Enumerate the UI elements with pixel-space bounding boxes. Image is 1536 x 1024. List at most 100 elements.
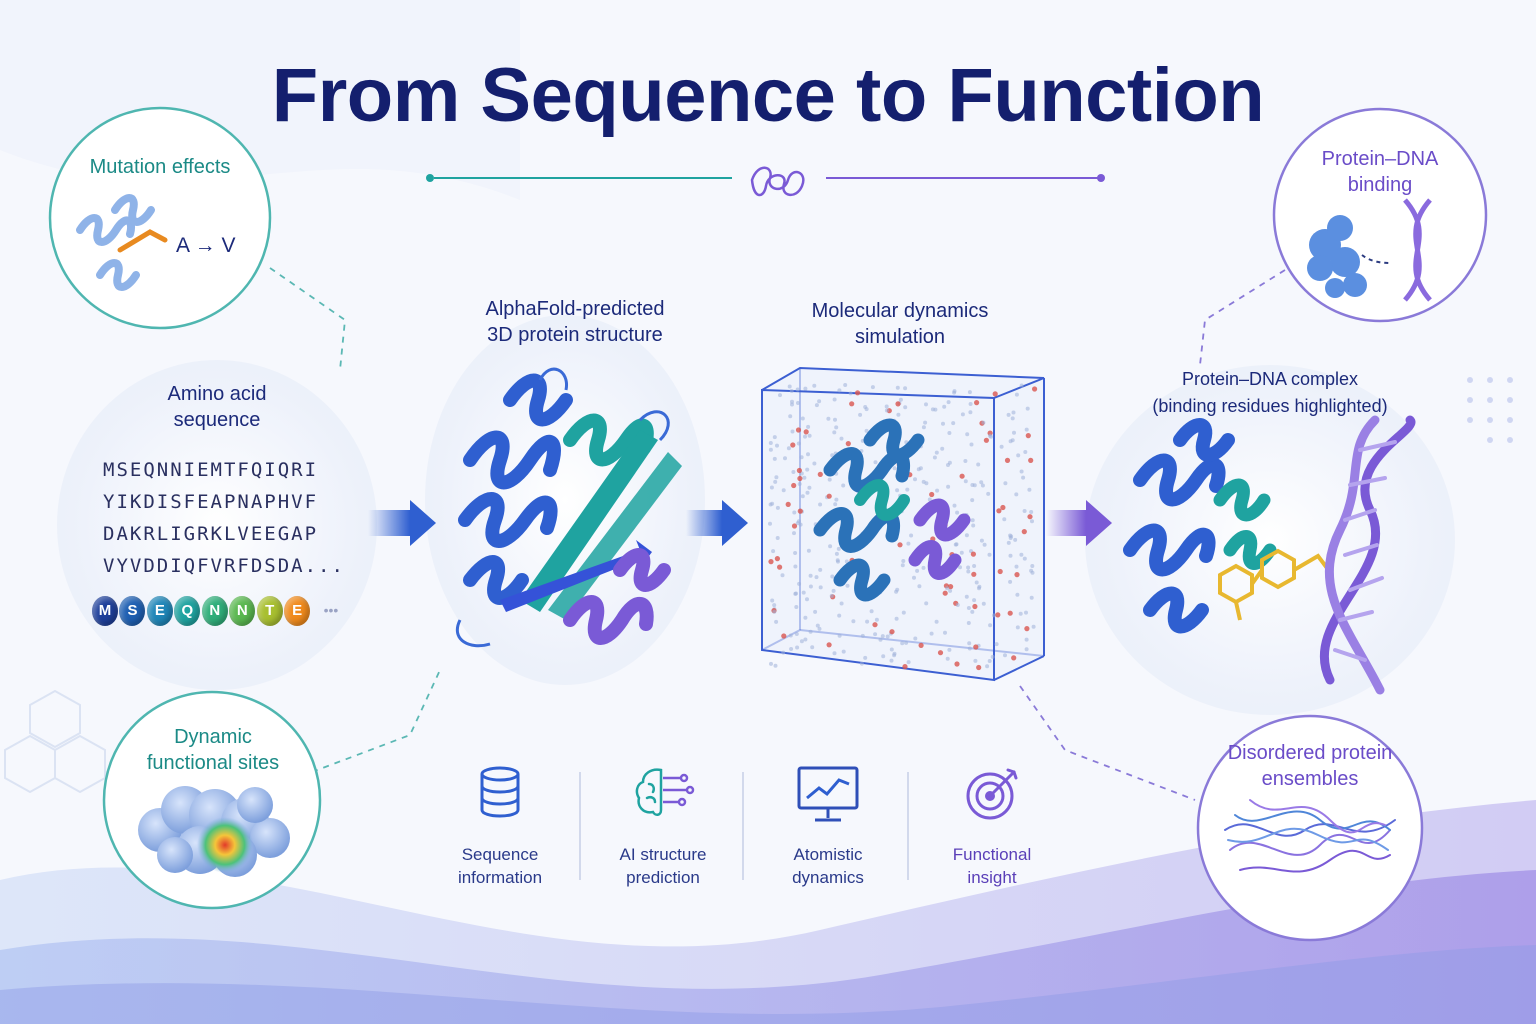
solvent-dot [873,460,878,465]
solvent-dot [992,391,998,397]
solvent-dot [894,616,899,621]
bead-ellipsis: ••• [323,602,339,618]
solvent-dot [808,629,813,634]
amino-bead: T [256,596,283,626]
solvent-dot [900,641,905,646]
solvent-dot [932,455,937,460]
solvent-dot [807,485,812,490]
solvent-dot [814,403,819,408]
solvent-dot [994,642,999,647]
solvent-dot [945,656,950,661]
flow-arrows [368,500,1112,546]
solvent-dot [803,429,809,435]
solvent-dot [796,467,803,474]
solvent-dot [872,622,878,628]
solvent-dot [904,640,909,645]
solvent-dot [1025,406,1030,411]
solvent-dot [812,461,817,466]
solvent-dot [895,488,900,493]
solvent-dot [964,533,969,538]
solvent-dot [955,603,960,607]
mutation-text: A → V [176,234,236,257]
icon-label-line: insight [967,868,1017,887]
solvent-dot [775,505,780,510]
solvent-dot [834,425,839,430]
title-divider [426,166,1105,197]
solvent-dot [970,498,975,503]
solvent-dot [790,442,796,448]
solvent-dot [942,404,947,409]
solvent-dot [792,531,796,536]
solvent-dot [781,488,786,493]
solvent-dot [976,664,982,671]
solvent-dot [830,574,835,579]
solvent-dot [1011,410,1016,415]
md-heading-line-1: Molecular dynamics [811,300,989,322]
dynamic-sites-circle [102,690,322,910]
solvent-dot [1029,568,1034,573]
solvent-dot [889,629,895,635]
solvent-dot [774,619,779,624]
protein-dna-binding-label-line-2: binding [1347,174,1413,196]
solvent-dot [803,434,807,439]
solvent-dot [851,619,856,624]
sequence-text: MSEQNNIEMTFQIQRI YIKDISFEAPNAPHVF DAKRLI… [103,454,345,582]
solvent-dot [836,546,841,551]
solvent-dot [768,447,773,452]
icon-label-line: prediction [626,868,700,887]
solvent-dot [801,590,806,595]
amino-acid-beads: M S E Q N N T E ••• [92,596,338,626]
solvent-dot [968,402,973,406]
solvent-dot [791,523,798,529]
amino-bead: E [284,596,311,626]
solvent-dot [1006,540,1011,545]
solvent-dot [921,565,926,570]
solvent-dot [895,587,900,592]
solvent-dot [774,556,781,562]
solvent-dot [808,573,813,578]
dynamic-sites-label-line-1: Dynamic [174,726,252,748]
solvent-dot [946,484,951,489]
solvent-dot [797,581,802,586]
solvent-dot [1029,595,1034,600]
solvent-dot [826,642,832,648]
icon-item-ai: AI structure prediction [603,764,723,889]
solvent-dot [874,617,879,622]
structure-heading-line-2: 3D protein structure [487,324,663,346]
solvent-dot [864,428,869,433]
solvent-dot [924,601,929,606]
solvent-dot [1019,383,1024,388]
solvent-dot [912,575,916,580]
solvent-dot [841,649,846,654]
solvent-dot [806,424,811,429]
solvent-dot [869,609,874,614]
amino-bead: E [146,596,173,626]
solvent-dot [973,658,978,663]
solvent-dot [1024,637,1029,642]
solvent-dot [1022,556,1027,561]
solvent-dot [896,412,901,417]
solvent-dot [959,550,964,555]
solvent-dot [1003,653,1007,658]
sequence-heading-line-1: Amino acid [167,383,267,405]
solvent-dot [1025,433,1031,439]
solvent-dot [921,425,926,430]
solvent-dot [803,615,808,620]
solvent-dot [878,637,883,642]
solvent-dot [970,551,977,557]
solvent-dot [805,467,810,472]
solvent-dot [921,479,926,484]
solvent-dot [769,485,774,490]
solvent-dot [889,658,894,663]
solvent-dot [966,606,971,610]
solvent-dot [981,601,986,606]
amino-bead: S [119,596,146,626]
solvent-dot [1022,509,1027,513]
solvent-dot [837,613,842,618]
solvent-dot [1000,504,1006,511]
solvent-dot [895,401,901,407]
solvent-dot [810,645,815,650]
solvent-dot [855,390,861,396]
solvent-dot [841,483,846,488]
solvent-dot [827,477,832,482]
